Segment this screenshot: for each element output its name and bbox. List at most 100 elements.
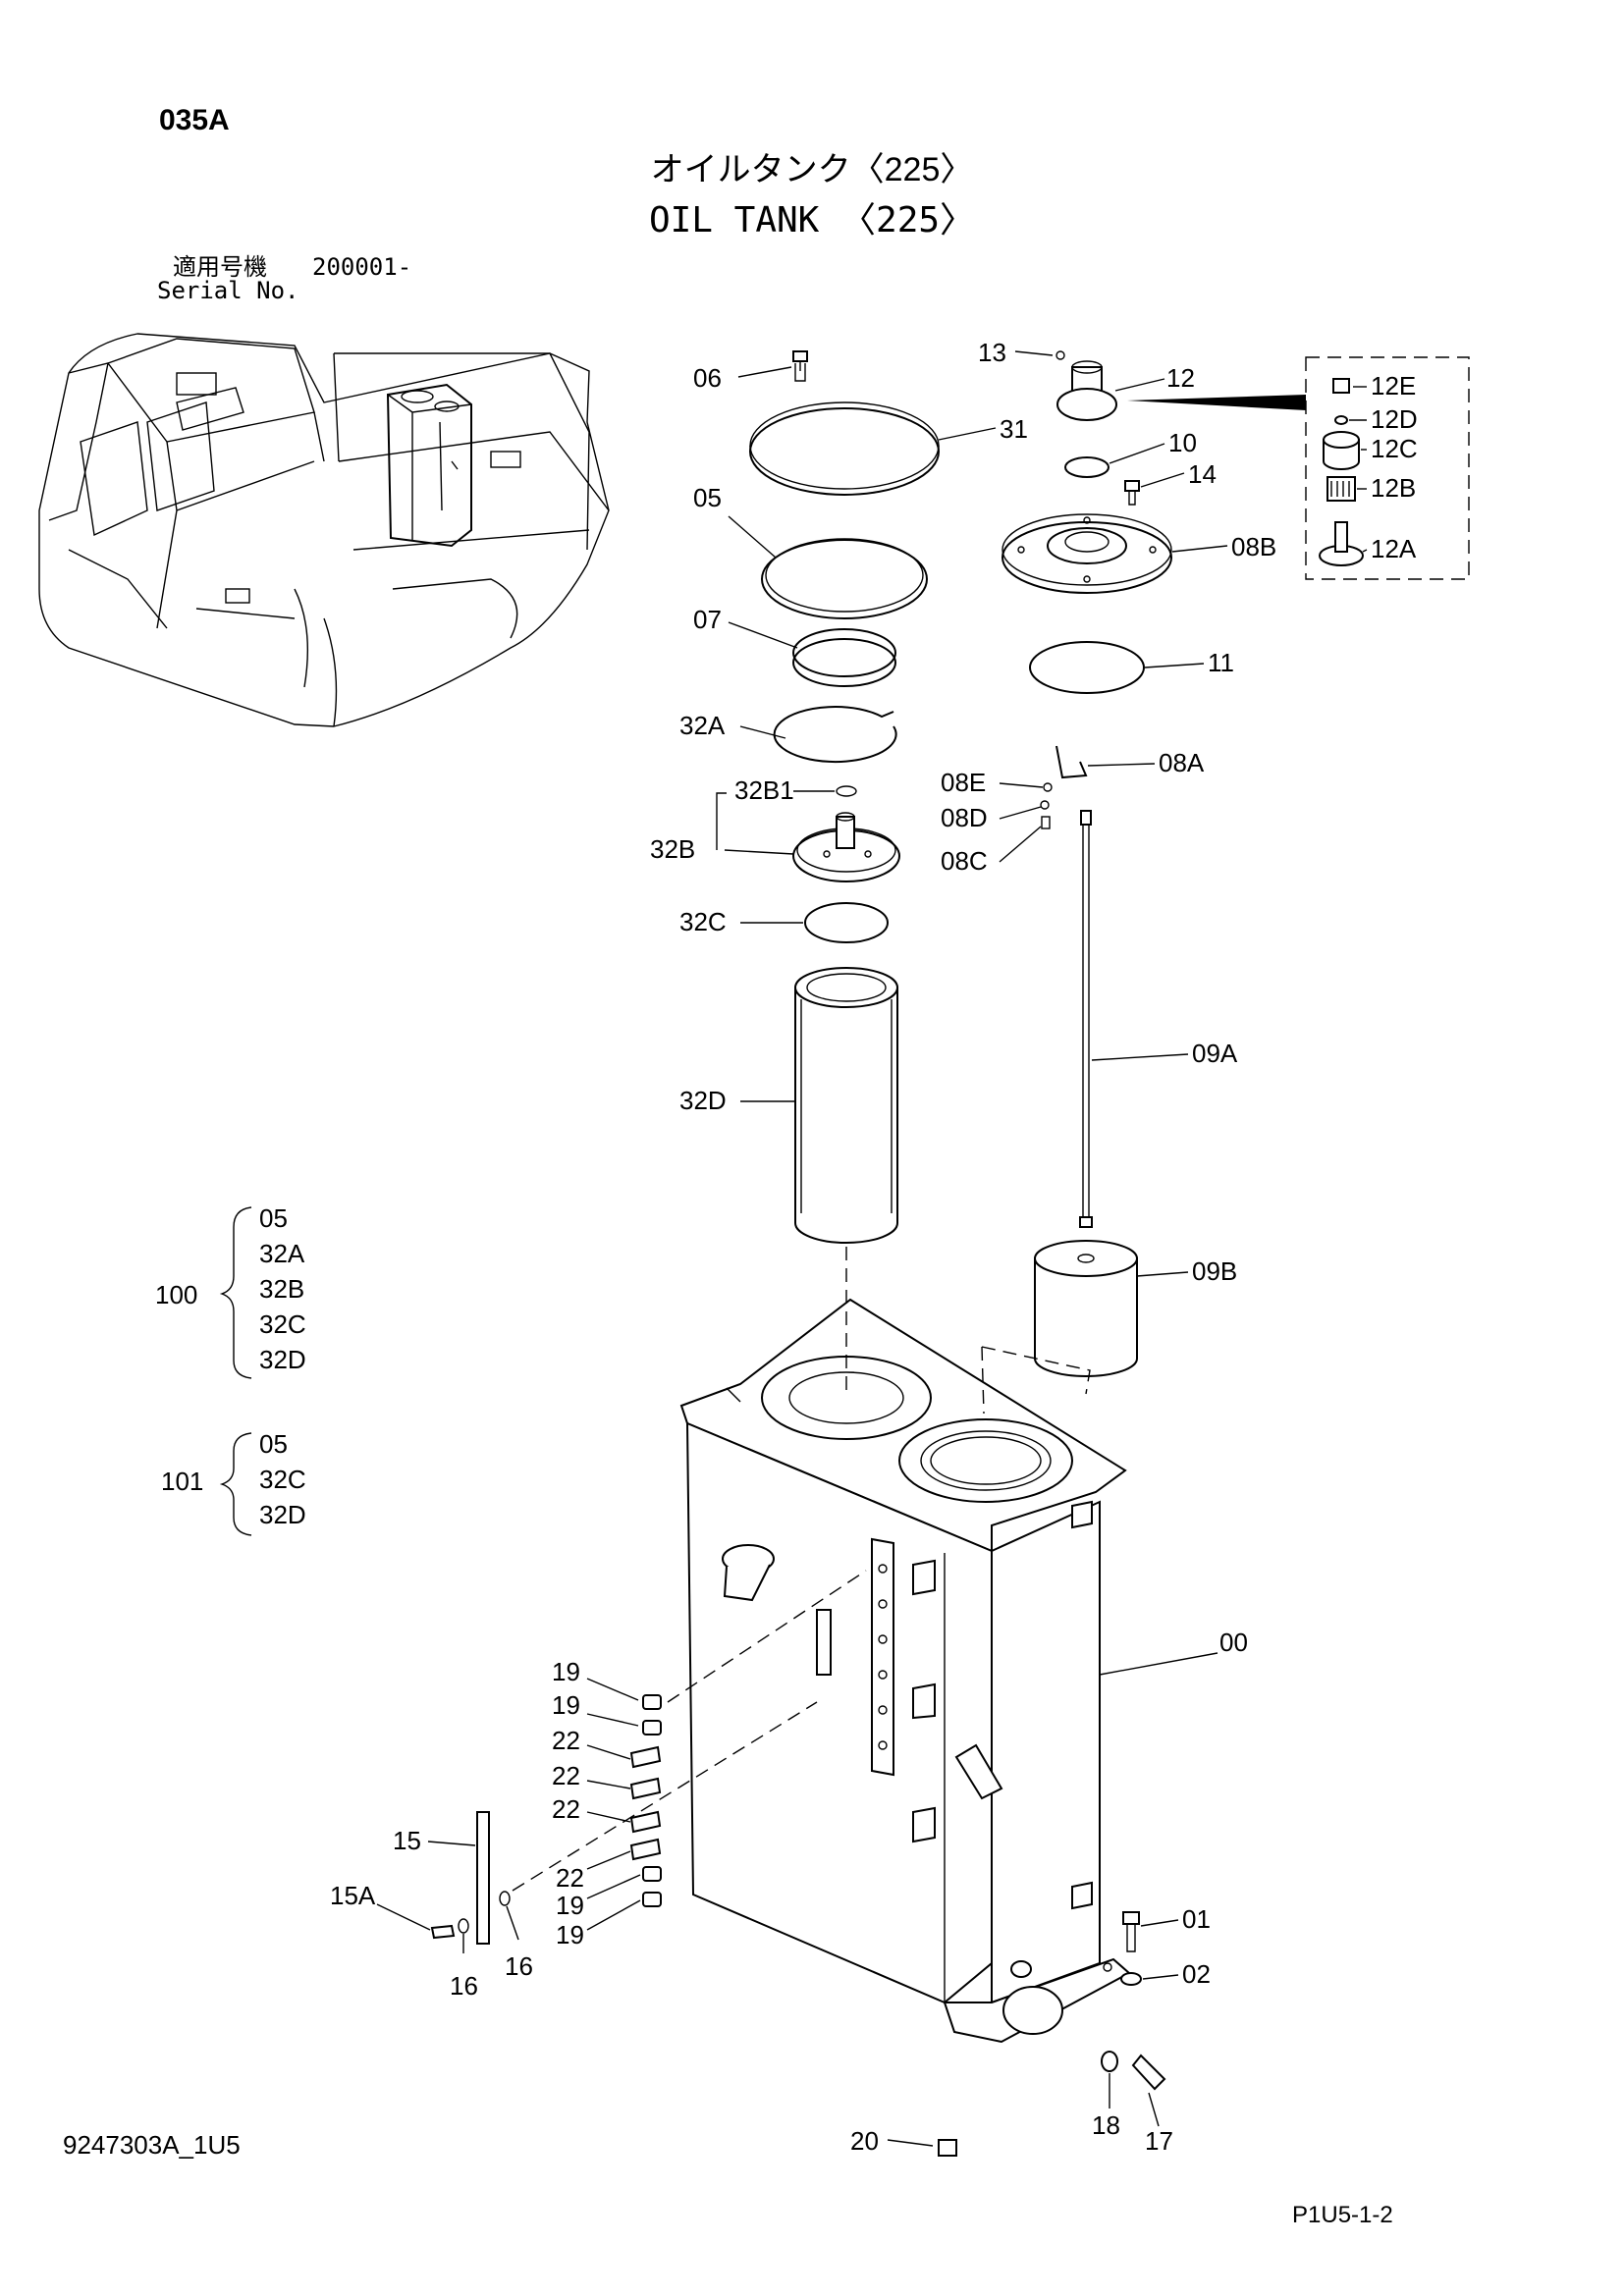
part-bolt-01: [1122, 1911, 1140, 1952]
callout-14: 14: [1188, 459, 1217, 489]
callout-12e: 12E: [1371, 371, 1416, 400]
callout-12c: 12C: [1371, 434, 1418, 463]
callout-19-4: 19: [556, 1920, 584, 1949]
callout-00: 00: [1219, 1628, 1248, 1657]
callout-32b: 32B: [650, 834, 695, 864]
part-o-ring: [761, 539, 928, 619]
part-washer-02: [1120, 1972, 1142, 1986]
part-washer-a: [458, 1918, 469, 1934]
callout-32c: 32C: [679, 907, 727, 936]
callout-09b: 09B: [1192, 1256, 1237, 1286]
excavator-overview-illustration: [38, 333, 610, 727]
callout-32b1: 32B1: [734, 775, 794, 805]
callout-08e: 08E: [941, 768, 986, 797]
part-filter-element: [794, 967, 898, 1244]
callout-labels: 06 31 05 07 32A 32B1 32B 32C 32D 13 12 1…: [330, 338, 1418, 2156]
part-tank-body: [679, 1298, 1131, 2044]
part-flange-plate: [1001, 513, 1172, 594]
callout-12: 12: [1166, 363, 1195, 393]
alignment-line-float: [981, 1346, 1091, 1415]
part-snap-ring: [773, 706, 897, 764]
part-strainer-cap: [792, 812, 900, 882]
drawing-number: 9247303A_1U5: [63, 2130, 241, 2160]
serial-label-jp: 適用号機: [173, 254, 267, 281]
callout-12b: 12B: [1371, 473, 1416, 503]
callout-22-4: 22: [556, 1863, 584, 1893]
part-gasket: [1064, 456, 1110, 478]
callout-20: 20: [850, 2126, 879, 2156]
alignment-line-fittings-upper: [667, 1570, 867, 1703]
title-japanese: オイルタンク〈225〉: [651, 151, 974, 188]
kit-101-item-3: 32D: [259, 1500, 306, 1529]
kit-100-item-5: 32D: [259, 1345, 306, 1374]
callout-16-2: 16: [505, 1951, 533, 1981]
part-stay-bar: [476, 1811, 490, 1945]
alignment-line-fittings-lower: [512, 1701, 818, 1892]
serial-label-en: Serial No.: [157, 277, 299, 304]
part-drain-plug: [938, 2139, 957, 2157]
kit-group-101: 101 05 32C 32D: [161, 1429, 306, 1536]
callout-12d: 12D: [1371, 404, 1418, 434]
callout-08b: 08B: [1231, 532, 1276, 561]
kit-group-100: 100 05 32A 32B 32C 32D: [155, 1203, 306, 1379]
kit-100-item-4: 32C: [259, 1309, 306, 1339]
detail-box-breather: [1305, 356, 1470, 580]
drawing-code: 035A: [159, 104, 230, 136]
callout-31: 31: [1000, 414, 1028, 444]
callout-22-3: 22: [552, 1794, 580, 1824]
kit-101-item-2: 32C: [259, 1465, 306, 1494]
callout-12a: 12A: [1371, 534, 1417, 563]
callout-22-2: 22: [552, 1761, 580, 1790]
part-bolt-14: [1124, 480, 1140, 506]
detail-parts: [1319, 378, 1364, 566]
title-english: OIL TANK 〈225〉: [649, 200, 975, 240]
callout-15: 15: [393, 1826, 421, 1855]
part-seal-ring: [1029, 641, 1145, 694]
serial-value: 200001-: [312, 253, 411, 281]
callout-19-2: 19: [552, 1690, 580, 1720]
callout-10: 10: [1168, 428, 1197, 457]
callout-15a: 15A: [330, 1881, 376, 1910]
detail-pointer: [1127, 395, 1306, 410]
callout-06: 06: [693, 363, 722, 393]
part-washer-18: [1101, 2051, 1118, 2072]
callout-13: 13: [978, 338, 1006, 367]
callout-16-1: 16: [450, 1971, 478, 2001]
callout-02: 02: [1182, 1959, 1211, 1989]
part-retaining-ring: [792, 628, 896, 687]
kit-number-101: 101: [161, 1467, 203, 1496]
callout-08c: 08C: [941, 846, 988, 876]
callout-11: 11: [1208, 648, 1234, 677]
part-bracket: [1056, 745, 1088, 779]
kit-100-item-2: 32A: [259, 1239, 305, 1268]
callout-08a: 08A: [1159, 748, 1205, 777]
callout-22-1: 22: [552, 1726, 580, 1755]
kit-number-100: 100: [155, 1280, 197, 1309]
callout-32a: 32A: [679, 711, 726, 740]
callout-32d: 32D: [679, 1086, 727, 1115]
callout-19-3: 19: [556, 1891, 584, 1920]
part-cover: [749, 350, 940, 496]
kit-100-item-1: 05: [259, 1203, 288, 1233]
leader-lines: [376, 350, 1368, 2147]
callout-05: 05: [693, 483, 722, 512]
page-code: P1U5-1-2: [1292, 2202, 1393, 2228]
callout-09a: 09A: [1192, 1039, 1238, 1068]
callout-19-1: 19: [552, 1657, 580, 1686]
part-float: [1034, 1240, 1138, 1377]
callout-07: 07: [693, 605, 722, 634]
callout-08d: 08D: [941, 803, 988, 832]
kit-100-item-3: 32B: [259, 1274, 304, 1304]
callout-17: 17: [1145, 2126, 1173, 2156]
part-plug-17: [1131, 2054, 1166, 2091]
part-small-o-ring: [836, 785, 857, 797]
part-washer-b: [499, 1891, 511, 1906]
part-float-rod: [1080, 810, 1092, 826]
part-o-ring-small: [804, 902, 889, 943]
part-bolt-15a: [430, 1924, 456, 1940]
callout-01: 01: [1182, 1904, 1211, 1934]
callout-18: 18: [1092, 2110, 1120, 2140]
kit-101-item-1: 05: [259, 1429, 288, 1459]
part-fittings: [629, 1694, 662, 1907]
